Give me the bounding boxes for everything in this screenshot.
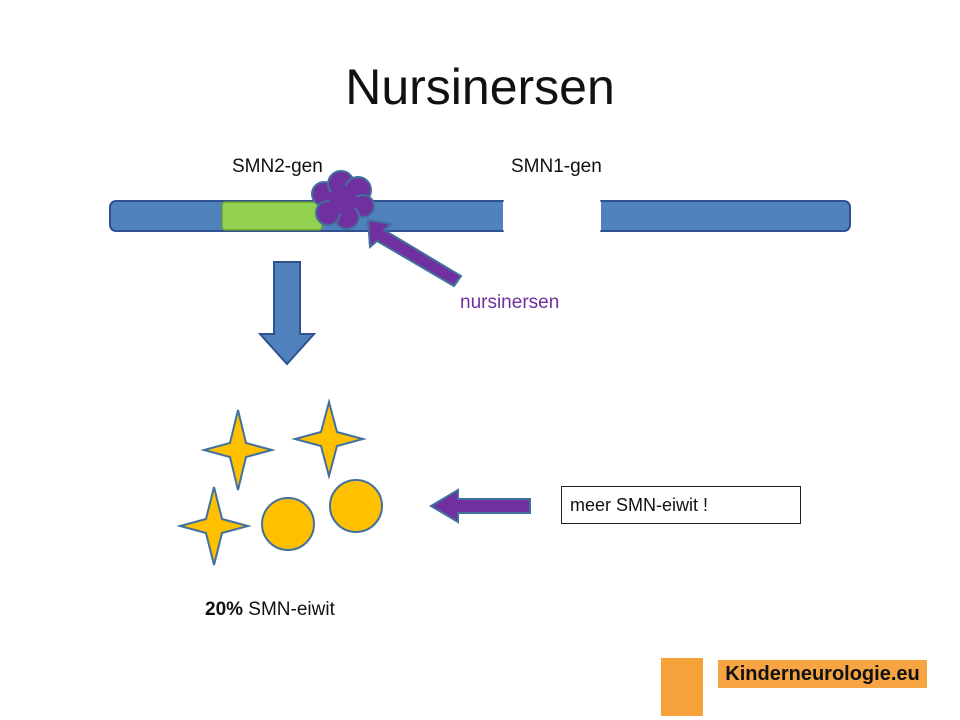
drug-arrow-icon bbox=[366, 218, 463, 288]
down-arrow-icon bbox=[257, 261, 317, 366]
smn1-gene-label: SMN1-gen bbox=[511, 156, 602, 177]
smn1-gap bbox=[503, 196, 601, 236]
smn2-segment bbox=[221, 201, 323, 231]
protein-star-icon bbox=[291, 398, 367, 480]
caption-percent: 20% bbox=[205, 599, 244, 620]
callout-box: meer SMN-eiwit ! bbox=[561, 486, 801, 524]
left-arrow-icon bbox=[429, 488, 531, 524]
protein-star-icon bbox=[176, 486, 252, 566]
protein-circle-icon bbox=[329, 479, 383, 533]
drug-label: nursinersen bbox=[460, 292, 560, 313]
molecule-blob-icon bbox=[311, 170, 375, 230]
protein-star-icon bbox=[200, 409, 276, 491]
logo-text[interactable]: Kinderneurologie.eu bbox=[718, 660, 927, 688]
protein-circle-icon bbox=[261, 497, 315, 551]
logo-image bbox=[661, 658, 703, 716]
caption-text: SMN-eiwit bbox=[243, 599, 335, 620]
smn2-gene-label: SMN2-gen bbox=[232, 156, 323, 177]
dna-bar bbox=[109, 200, 851, 232]
protein-caption: 20% SMN-eiwit bbox=[205, 599, 335, 621]
page-title: Nursinersen bbox=[345, 59, 615, 115]
